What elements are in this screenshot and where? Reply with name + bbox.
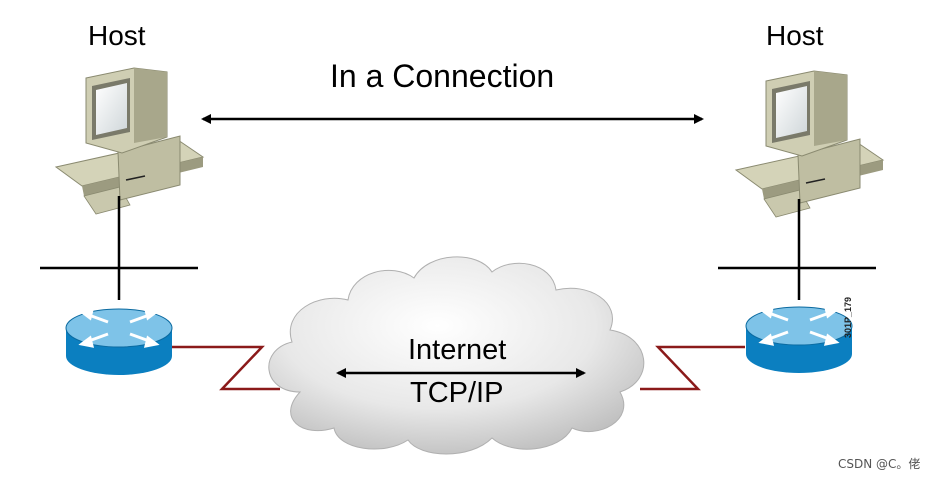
- watermark: CSDN @C。佬: [838, 457, 921, 471]
- computer-icon: [734, 70, 885, 218]
- wan-link-right: [640, 345, 745, 391]
- router-icon: [745, 306, 853, 373]
- protocol-label: TCP/IP: [410, 377, 504, 409]
- cloud-icon: [268, 256, 645, 455]
- host-left-label: Host: [88, 20, 146, 51]
- connection-label: In a Connection: [330, 58, 555, 94]
- wan-link-left: [170, 345, 280, 391]
- computer-icon: [54, 67, 205, 215]
- router-icon: [65, 308, 173, 375]
- internet-label: Internet: [408, 334, 507, 366]
- host-right-label: Host: [766, 20, 824, 51]
- figure-code: 301P_179: [843, 296, 853, 338]
